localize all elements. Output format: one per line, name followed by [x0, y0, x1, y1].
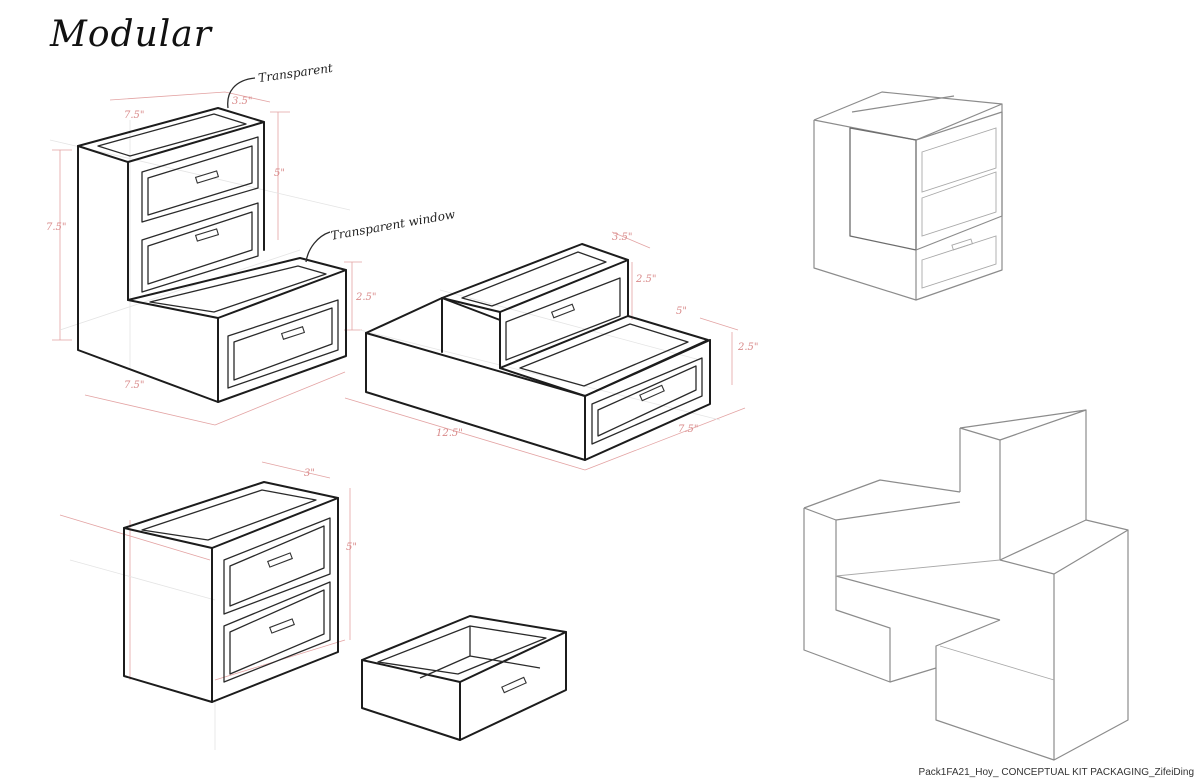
leader-transparent-window [305, 231, 331, 263]
dim-b-step: 5" [676, 306, 687, 317]
dim-b-depth: 7.5" [678, 424, 699, 435]
dim-a-top-depth: 7.5" [124, 110, 145, 121]
dim-b-top-width: 3.5" [612, 232, 633, 243]
dim-b-lower: 2.5" [738, 342, 759, 353]
dim-c-height: 5" [346, 542, 357, 553]
dim-a-height: 7.5" [46, 222, 67, 233]
dim-b-length: 12.5" [436, 428, 463, 439]
sketch-d-drawer-cube [59, 461, 567, 750]
leader-transparent [227, 77, 256, 109]
dim-a-top-width: 3.5" [232, 96, 253, 107]
sketch-c-sleeve-cube [813, 91, 1003, 301]
footer-caption: Pack1FA21_Hoy_ CONCEPTUAL KIT PACKAGING_… [918, 767, 1194, 778]
dim-a-base: 7.5" [124, 380, 145, 391]
dim-a-lower: 2.5" [356, 292, 377, 303]
dim-c-top: 3" [304, 468, 315, 479]
dim-a-upper: 5" [274, 168, 285, 179]
page-title: Modular [50, 14, 212, 55]
sketch-b-stepped-box [344, 231, 746, 471]
sketch-a-tiered-drawer-unit [49, 91, 362, 426]
sketch-e-puzzle-block [803, 409, 1129, 761]
dim-b-upper: 2.5" [636, 274, 657, 285]
